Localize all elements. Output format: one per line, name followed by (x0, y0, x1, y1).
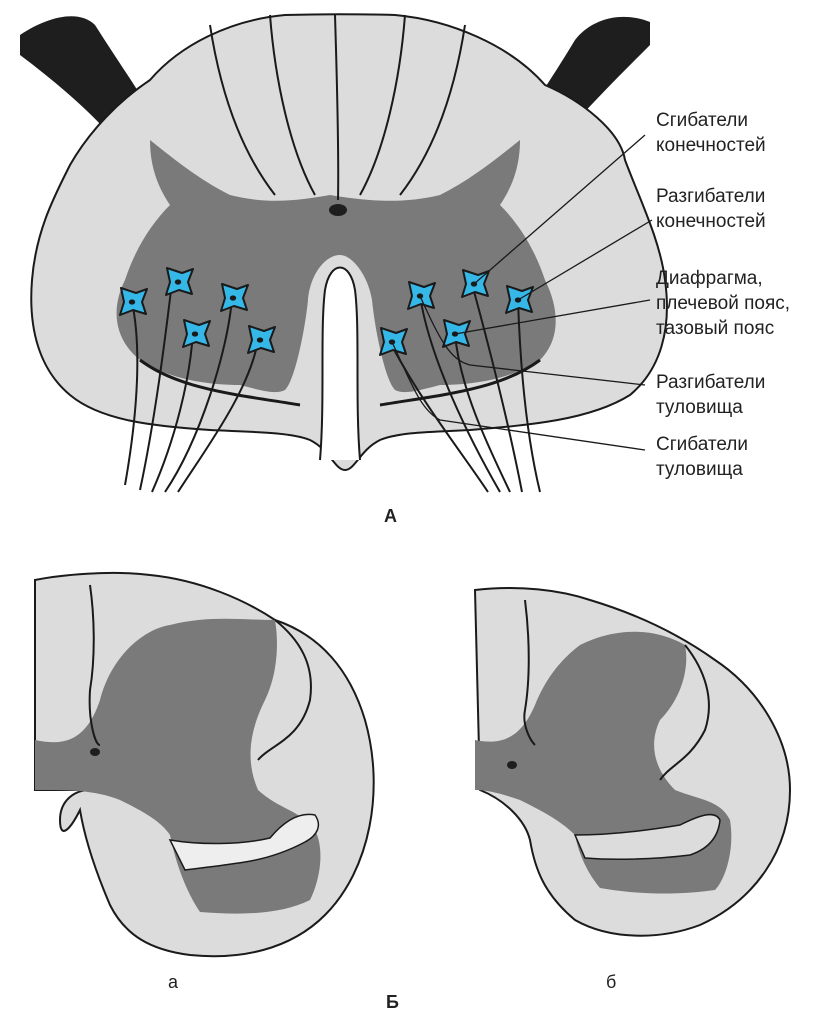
annotation-line: плечевой пояс, (656, 291, 790, 316)
annotation-trunk-flexors: Сгибатели туловища (656, 432, 748, 482)
panel-b-sub-a-label: а (168, 972, 178, 993)
panel-a-cross-section (20, 14, 667, 492)
annotation-line: конечностей (656, 133, 766, 158)
annotation-line: Разгибатели (656, 370, 765, 395)
motor-neuron-icon (120, 288, 147, 315)
annotation-line: конечностей (656, 209, 766, 234)
panel-a-label: А (384, 506, 397, 527)
annotation-limb-extensors: Разгибатели конечностей (656, 184, 766, 234)
motor-neuron-icon (221, 284, 248, 311)
panel-b-b-section (475, 588, 790, 936)
annotation-line: Диафрагма, (656, 266, 790, 291)
annotation-line: туловища (656, 395, 765, 420)
motor-neuron-icon (248, 326, 275, 353)
annotation-diaphragm-girdles: Диафрагма, плечевой пояс, тазовый пояс (656, 266, 790, 341)
central-canal-b (507, 761, 517, 769)
panel-b-a-section (35, 573, 374, 956)
annotation-line: Сгибатели (656, 432, 748, 457)
annotation-line: Сгибатели (656, 108, 766, 133)
annotation-line: Разгибатели (656, 184, 766, 209)
annotation-line: туловища (656, 457, 748, 482)
motor-neuron-icon (380, 328, 407, 355)
motor-neuron-icon (183, 320, 210, 347)
annotation-trunk-extensors: Разгибатели туловища (656, 370, 765, 420)
annotation-line: тазовый пояс (656, 316, 790, 341)
annotation-limb-flexors: Сгибатели конечностей (656, 108, 766, 158)
motor-neuron-icon (166, 268, 193, 295)
central-canal-a (90, 748, 100, 756)
ventral-median-fissure (320, 268, 360, 461)
panel-b-sub-b-label: б (606, 972, 616, 993)
central-canal (329, 204, 347, 216)
panel-b-label: Б (386, 992, 399, 1013)
motor-neuron-icon (408, 282, 435, 309)
